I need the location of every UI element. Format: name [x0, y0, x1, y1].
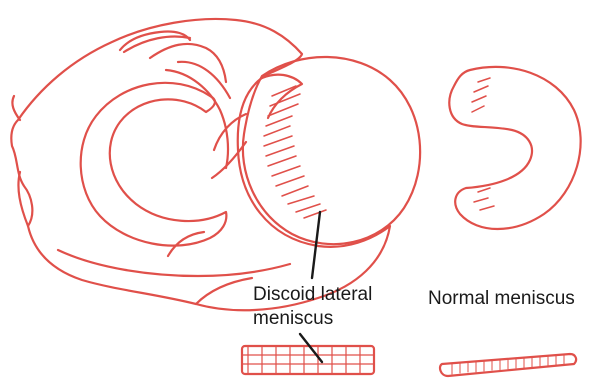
tibial-plateau-outline [11, 19, 390, 310]
normal-meniscus-label: Normal meniscus [428, 287, 575, 311]
discoid-label-line1: Discoid lateral [253, 283, 372, 307]
normal-meniscus-hatching [472, 78, 494, 210]
normal-meniscus [449, 67, 580, 229]
discoid-cross-section-grid [242, 346, 374, 374]
discoid-label-line2: meniscus [253, 307, 372, 331]
discoid-lateral-meniscus [243, 57, 420, 244]
cross-section-leader-line [300, 334, 322, 362]
cruciate-ligaments [124, 37, 246, 178]
discoid-lateral-meniscus-label: Discoid lateral meniscus [253, 283, 372, 331]
discoid-hatching [264, 86, 326, 218]
medial-meniscus [81, 83, 227, 246]
